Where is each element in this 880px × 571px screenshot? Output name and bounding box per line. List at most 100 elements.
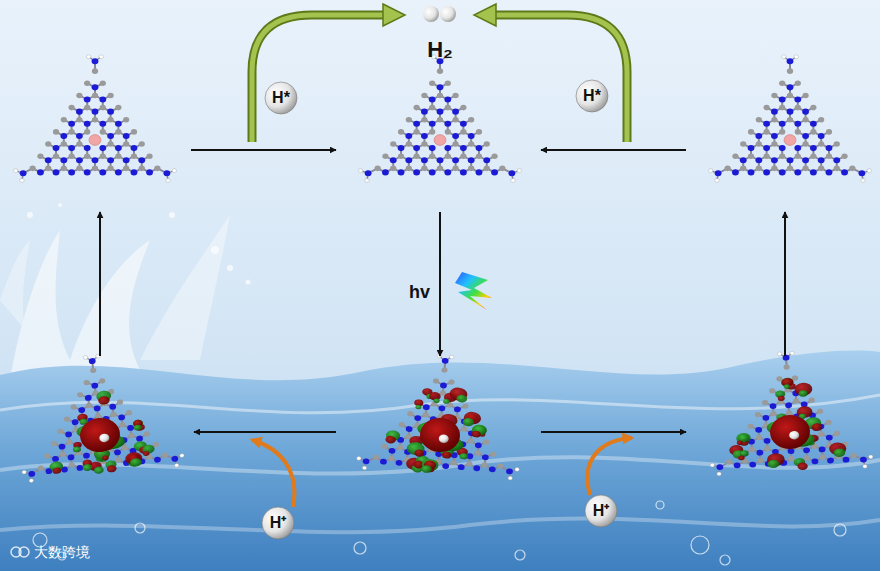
catalyst-molecule	[358, 55, 521, 183]
atom	[460, 145, 467, 151]
catalyst-molecule	[11, 346, 186, 483]
atom	[414, 105, 420, 111]
atom	[375, 166, 381, 172]
atom	[452, 109, 459, 115]
atom	[468, 166, 474, 172]
orbital-lobe	[443, 399, 450, 404]
atom	[819, 446, 826, 452]
atom	[76, 93, 82, 99]
atom	[127, 425, 134, 431]
atom	[123, 157, 130, 163]
hydrogen-atom	[365, 178, 369, 182]
atom	[99, 378, 106, 384]
atom	[779, 96, 786, 102]
atom	[406, 166, 412, 172]
atom	[94, 405, 101, 411]
atom	[819, 454, 825, 460]
atom	[476, 153, 482, 159]
atom	[414, 415, 421, 421]
atom	[849, 166, 855, 172]
hydrogen-atom	[517, 169, 521, 173]
atom	[841, 169, 848, 175]
atom	[45, 157, 52, 163]
atom	[734, 462, 741, 468]
arrow	[194, 431, 336, 433]
orange-arrows	[252, 438, 632, 507]
catalyst-molecule	[356, 349, 527, 481]
atom	[64, 416, 71, 422]
green-arrow	[494, 15, 627, 142]
atom	[61, 141, 67, 147]
atom	[497, 463, 504, 469]
hydrogen-atom	[708, 169, 712, 173]
hydrogen-atom	[87, 55, 91, 59]
orbital-lobe	[797, 462, 808, 470]
atom	[131, 129, 137, 135]
atom	[437, 109, 444, 115]
atom	[69, 129, 75, 135]
hydrogen-atom	[22, 470, 27, 474]
atom	[725, 166, 731, 172]
atom	[115, 457, 122, 463]
adsorbed-hydrogen: H*	[264, 81, 298, 115]
atom	[117, 399, 124, 405]
atom	[115, 129, 121, 135]
atom	[810, 169, 817, 175]
atom	[437, 84, 444, 90]
hydrogen-atom	[868, 455, 873, 459]
atom	[445, 129, 451, 135]
atom	[100, 129, 106, 135]
hydrogen-atom	[438, 434, 449, 443]
atom	[53, 153, 59, 159]
orbital-lobe	[767, 459, 779, 468]
atom	[444, 169, 451, 175]
atom	[483, 157, 490, 163]
atom	[482, 462, 489, 468]
hydrogen-atom	[511, 178, 515, 182]
orbital-lobe	[833, 448, 845, 457]
atom	[397, 445, 404, 451]
orange-arrow	[587, 438, 632, 495]
atom	[448, 379, 455, 385]
atom	[810, 105, 816, 111]
green-arrow	[494, 15, 627, 142]
arrow	[541, 149, 686, 151]
atom	[413, 121, 420, 127]
atom	[405, 133, 412, 139]
atom	[804, 455, 810, 461]
atom	[811, 458, 818, 464]
atom	[413, 145, 420, 151]
atom	[57, 429, 64, 435]
orbital-lobe	[82, 464, 92, 472]
adsorbed-hydrogen: H*	[575, 79, 609, 113]
orbital-lobe	[738, 455, 745, 460]
orbital-lobe	[778, 396, 785, 401]
atom	[69, 105, 75, 111]
orbital-lobe	[471, 431, 480, 438]
atom	[429, 96, 436, 102]
atom	[499, 166, 505, 172]
atom	[69, 153, 75, 159]
atom	[809, 397, 815, 403]
green-arrow	[252, 15, 385, 142]
atom	[452, 117, 458, 123]
atom	[107, 157, 114, 163]
atom	[794, 145, 801, 151]
orbital-lobe	[769, 414, 811, 450]
atom	[59, 451, 66, 457]
atom	[398, 422, 405, 428]
atom	[139, 166, 145, 172]
atom	[818, 157, 825, 163]
reaction-arrows	[100, 150, 785, 432]
wave-line	[0, 457, 880, 473]
atom	[740, 166, 746, 172]
atom	[755, 157, 762, 163]
atom	[37, 169, 44, 175]
atom	[429, 105, 435, 111]
atom	[755, 412, 761, 418]
atom	[468, 141, 474, 147]
ion-label: H*	[272, 90, 290, 106]
hydrogen-atom	[449, 355, 454, 359]
atom	[787, 117, 793, 123]
atom	[787, 109, 794, 115]
